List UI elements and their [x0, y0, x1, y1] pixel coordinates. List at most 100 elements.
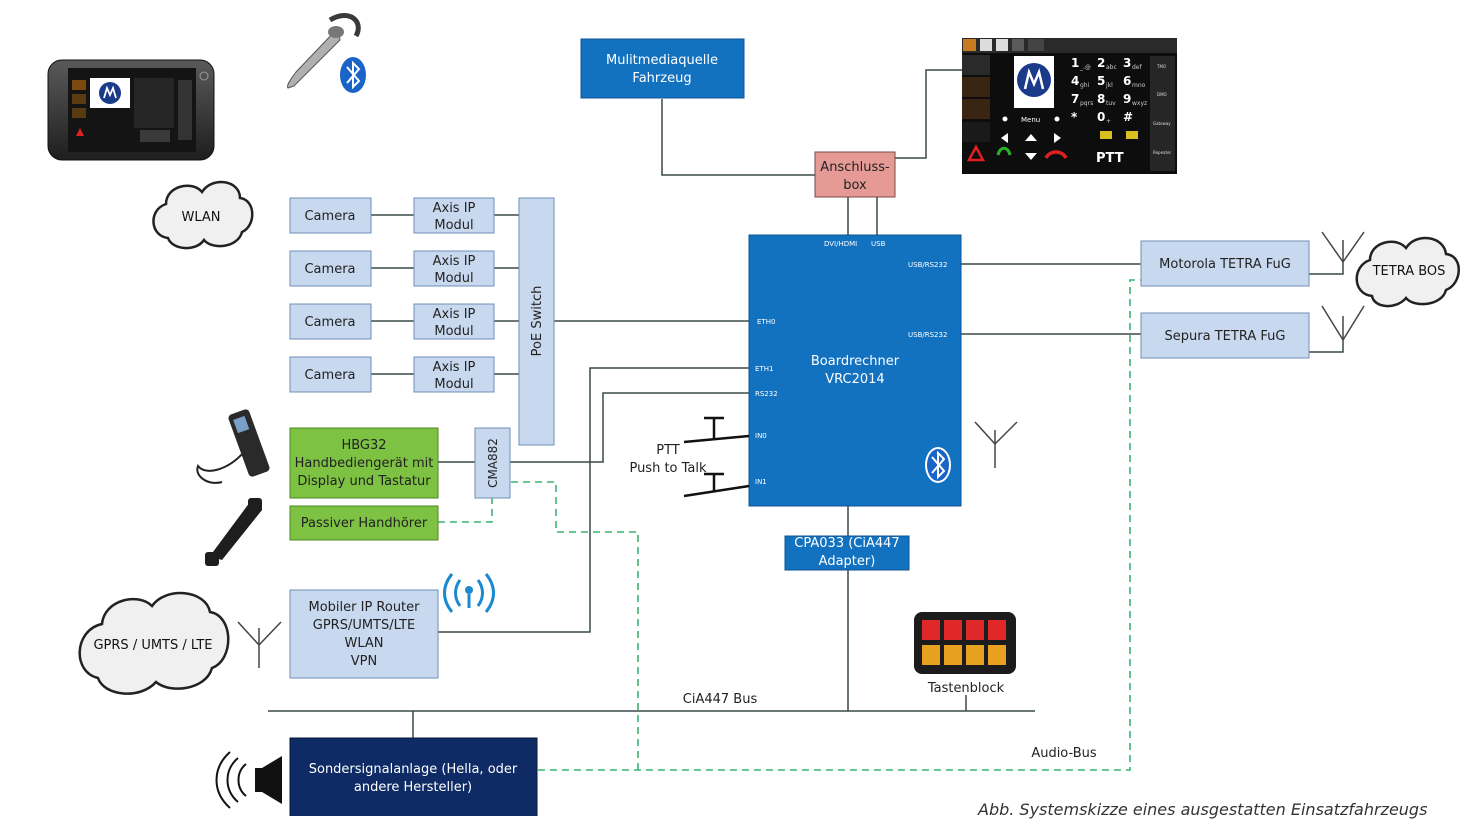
hbg-label-2: Handbediengerät mit — [295, 456, 434, 471]
cloud-gprs: GPRS / UMTS / LTE — [78, 591, 230, 695]
cloud-tetra-bos: TETRA BOS — [1355, 236, 1460, 308]
key-0-sub: + — [1106, 118, 1111, 125]
axis-label-1: Axis IP — [433, 254, 476, 269]
sondersignal-box: Sondersignalanlage (Hella, oder andere H… — [289, 737, 538, 816]
router-box: Mobiler IP Router GPRS/UMTS/LTE WLAN VPN — [289, 589, 439, 679]
cloud-gprs-label: GPRS / UMTS / LTE — [93, 638, 212, 653]
cma882-box: CMA882 — [474, 427, 511, 499]
antenna-icon — [974, 421, 1018, 468]
figure-caption: Abb. Systemskizze eines ausgestatten Ein… — [978, 800, 1428, 819]
cia447-bus-label: CiA447 Bus — [683, 692, 758, 707]
cpa-label-2: Adapter) — [819, 554, 876, 569]
axis-label-1: Axis IP — [433, 201, 476, 216]
axis-label-2: Modul — [434, 377, 473, 392]
cpa-label-1: CPA033 (CiA447 — [794, 536, 899, 551]
antenna-icon — [237, 621, 282, 668]
key-4-sub: ghi — [1080, 82, 1090, 89]
key-2-sub: abc — [1106, 64, 1117, 71]
audio-bus-lines — [438, 279, 1141, 771]
passive-handset — [205, 498, 262, 566]
board-title-2: VRC2014 — [825, 372, 884, 387]
axis-module-group: Axis IP Modul Axis IP Modul Axis IP Modu… — [413, 197, 495, 393]
anschluss-label-1: Anschluss- — [820, 160, 890, 175]
key-4: 4 — [1071, 74, 1079, 88]
screen-ptt-label: PTT — [1096, 151, 1124, 166]
handheld-control-device — [196, 409, 270, 484]
arrow-right-icon — [1054, 133, 1061, 143]
screen-menu-label: Menu — [1021, 116, 1040, 124]
board-title-1: Boardrechner — [811, 354, 900, 369]
key-star: * — [1071, 110, 1078, 124]
motorola-tetra-box: Motorola TETRA FuG — [1140, 240, 1310, 287]
boardrechner: Boardrechner VRC2014 DVI/HDMI USB USB/RS… — [748, 234, 962, 507]
key-3: 3 — [1123, 56, 1131, 70]
router-label-3: WLAN — [344, 636, 383, 651]
screen-side-gateway: Gateway — [1153, 121, 1171, 126]
key-hash: # — [1123, 110, 1133, 124]
screen-side-dmo: DMO — [1157, 92, 1167, 97]
camera-label: Camera — [304, 262, 355, 277]
hbg-label-3: Display und Tastatur — [297, 474, 431, 489]
camera-label: Camera — [304, 315, 355, 330]
cloud-wlan: WLAN — [152, 180, 254, 250]
port-in1: IN1 — [755, 478, 767, 486]
key-6: 6 — [1123, 74, 1131, 88]
camera-label: Camera — [304, 368, 355, 383]
poe-switch: PoE Switch — [518, 197, 555, 446]
router-label-1: Mobiler IP Router — [308, 600, 420, 615]
passive-handset-label: Passiver Handhörer — [301, 516, 428, 531]
arrow-left-icon — [1001, 133, 1008, 143]
key-8-sub: tuv — [1106, 100, 1116, 107]
sondersignal-label-2: andere Hersteller) — [354, 780, 472, 795]
sondersignal-label-1: Sondersignalanlage (Hella, oder — [309, 762, 518, 777]
multimedia-label-1: Mulitmediaquelle — [606, 53, 718, 68]
key-3-sub: def — [1132, 64, 1143, 71]
key-7: 7 — [1071, 92, 1079, 106]
tastenblock-label: Tastenblock — [927, 681, 1005, 696]
antenna-icon — [1321, 231, 1365, 263]
axis-label-2: Modul — [434, 218, 473, 233]
ptt-switches — [683, 416, 750, 498]
operator-screen: 1 2 3 4 5 6 7 8 9 * 0 # _.@ abc def ghi … — [962, 38, 1177, 174]
cpa033-box: CPA033 (CiA447 Adapter) — [784, 535, 910, 571]
push-to-talk-label: Push to Talk — [629, 461, 707, 476]
key-8: 8 — [1097, 92, 1105, 106]
axis-label-2: Modul — [434, 324, 473, 339]
screen-side-repeater: Repeater — [1153, 150, 1172, 155]
port-usb-rs232-1: USB/RS232 — [908, 261, 947, 269]
anschlussbox: Anschluss- box — [814, 151, 896, 198]
key-5-sub: jkl — [1105, 82, 1113, 89]
port-in0: IN0 — [755, 432, 767, 440]
key-9: 9 — [1123, 92, 1131, 106]
speaker-icon — [215, 751, 282, 809]
connection-lines — [268, 69, 1344, 738]
bluetooth-icon — [340, 57, 366, 93]
arrow-down-icon — [1025, 153, 1037, 160]
wireless-signal-icon — [443, 573, 495, 613]
multimedia-source-box: Mulitmediaquelle Fahrzeug — [580, 38, 745, 99]
arrow-up-icon — [1025, 134, 1037, 141]
call-accept-icon — [996, 146, 1012, 156]
passive-handset-box: Passiver Handhörer — [289, 505, 439, 541]
port-dvi-hdmi: DVI/HDMI — [824, 240, 857, 248]
key-0: 0 — [1097, 110, 1105, 124]
audio-bus-label: Audio-Bus — [1031, 746, 1097, 761]
port-usb-rs232-2: USB/RS232 — [908, 331, 947, 339]
axis-label-1: Axis IP — [433, 360, 476, 375]
antenna-icon — [1321, 305, 1365, 341]
key-5: 5 — [1097, 74, 1105, 88]
router-label-4: VPN — [351, 654, 377, 669]
axis-label-2: Modul — [434, 271, 473, 286]
port-usb: USB — [871, 240, 886, 248]
anschluss-label-2: box — [843, 178, 867, 193]
cma882-label: CMA882 — [486, 438, 500, 488]
hbg-label-1: HBG32 — [341, 438, 386, 453]
key-7-sub: pqrs — [1080, 100, 1093, 107]
motorola-tetra-label: Motorola TETRA FuG — [1159, 257, 1291, 272]
keypad-device — [914, 612, 1016, 674]
bluetooth-icon — [925, 447, 951, 483]
axis-label-1: Axis IP — [433, 307, 476, 322]
hbg32-box: HBG32 Handbediengerät mit Display und Ta… — [289, 427, 439, 499]
multimedia-label-2: Fahrzeug — [632, 71, 691, 86]
